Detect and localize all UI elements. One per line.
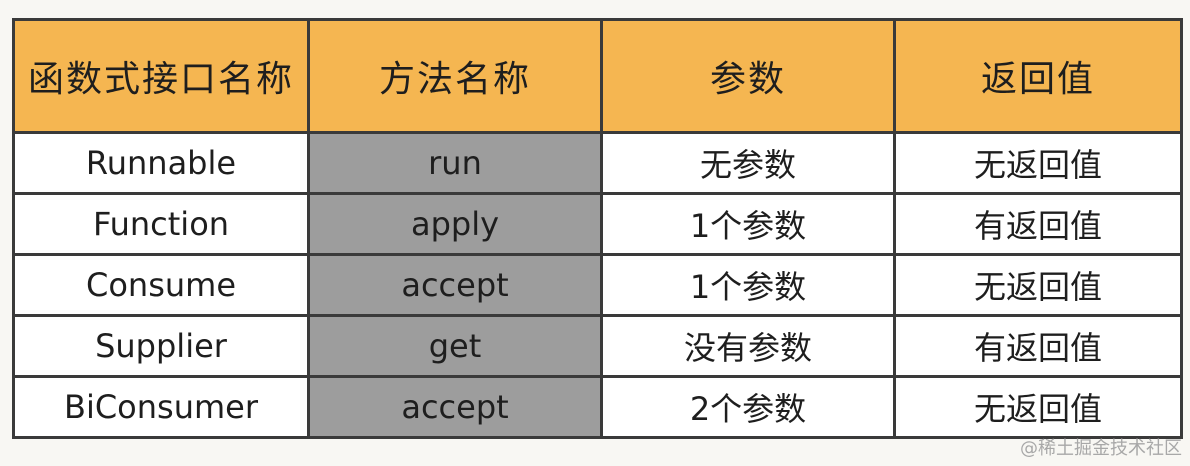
table-row: Function apply 1个参数 有返回值	[12, 192, 1183, 256]
interface-cell: Supplier	[12, 314, 310, 378]
returns-cell: 无返回值	[893, 253, 1183, 317]
params-cell: 2个参数	[600, 375, 896, 439]
method-cell: apply	[307, 192, 603, 256]
interface-cell: Runnable	[12, 131, 310, 195]
params-cell: 无参数	[600, 131, 896, 195]
watermark: @稀土掘金技术社区	[1020, 438, 1182, 459]
returns-cell: 无返回值	[893, 375, 1183, 439]
functional-interface-table: 函数式接口名称 方法名称 参数 返回值 Runnable run 无参数 无返回…	[12, 18, 1183, 439]
params-cell: 没有参数	[600, 314, 896, 378]
interface-cell: BiConsumer	[12, 375, 310, 439]
params-cell: 1个参数	[600, 253, 896, 317]
header-method-name: 方法名称	[307, 18, 603, 134]
method-cell: get	[307, 314, 603, 378]
table-row: BiConsumer accept 2个参数 无返回值	[12, 375, 1183, 439]
returns-cell: 有返回值	[893, 314, 1183, 378]
interface-cell: Function	[12, 192, 310, 256]
returns-cell: 有返回值	[893, 192, 1183, 256]
method-cell: run	[307, 131, 603, 195]
method-cell: accept	[307, 375, 603, 439]
header-row: 函数式接口名称 方法名称 参数 返回值	[12, 18, 1183, 134]
params-cell: 1个参数	[600, 192, 896, 256]
header-interface-name: 函数式接口名称	[12, 18, 310, 134]
table-row: Consume accept 1个参数 无返回值	[12, 253, 1183, 317]
header-params: 参数	[600, 18, 896, 134]
method-cell: accept	[307, 253, 603, 317]
table-row: Runnable run 无参数 无返回值	[12, 131, 1183, 195]
header-return-value: 返回值	[893, 18, 1183, 134]
returns-cell: 无返回值	[893, 131, 1183, 195]
interface-cell: Consume	[12, 253, 310, 317]
table-row: Supplier get 没有参数 有返回值	[12, 314, 1183, 378]
